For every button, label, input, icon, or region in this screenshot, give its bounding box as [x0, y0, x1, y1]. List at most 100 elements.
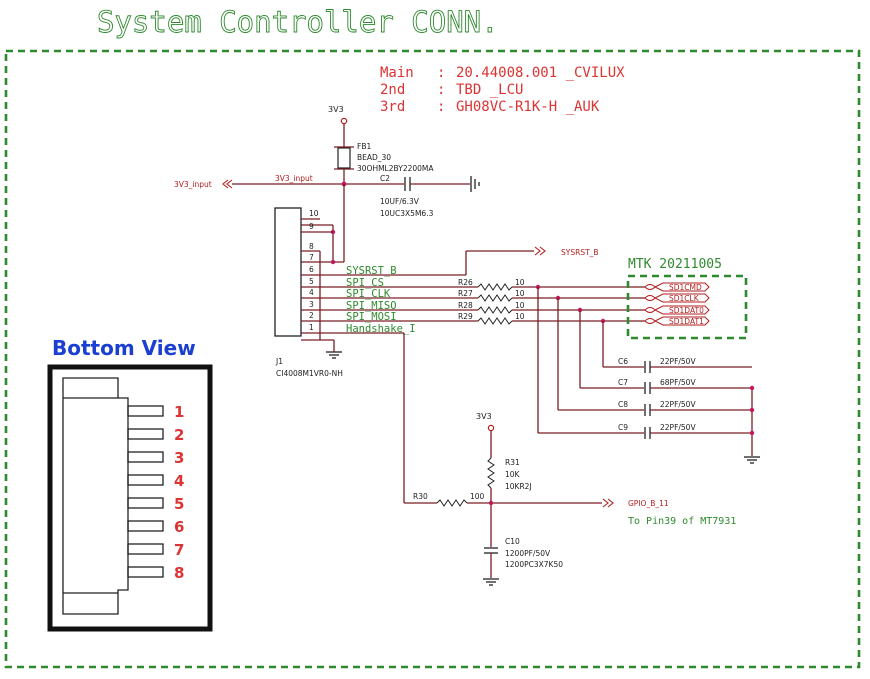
sysrst-port-label: SYSRST_B	[561, 248, 599, 257]
cap-ref: C8	[618, 400, 628, 409]
signal-label: Handshake_I	[346, 323, 416, 335]
resistor-ref: R28	[458, 301, 473, 310]
cap-value: 22PF/50V	[660, 423, 696, 432]
r31-ref: R31	[505, 458, 520, 467]
cap-ref: C6	[618, 357, 628, 366]
cap-value: 22PF/50V	[660, 357, 696, 366]
j1-pin: 7	[309, 253, 314, 262]
resistor-zigzag	[477, 306, 513, 314]
resistor-value: 10	[515, 301, 525, 310]
j1-connector: 10 9 8 7 6 5 4 3 2 1 J1 CI4008M1VR0-NH	[274, 207, 343, 378]
bv-pin-number: 2	[174, 426, 184, 444]
vcc-top-terminal	[340, 117, 348, 125]
r30-ref: R30	[413, 492, 428, 501]
fb1-ref: FB1	[357, 142, 371, 151]
bv-pin-pad	[127, 451, 164, 463]
r31-part: 10KR2J	[505, 482, 532, 491]
bv-pin-pad	[127, 520, 164, 532]
resistor-zigzag	[477, 317, 513, 325]
resistor-zigzag	[477, 283, 513, 291]
bv-pin-number: 1	[174, 403, 184, 421]
bom-2nd-value: TBD _LCU	[456, 82, 523, 98]
c2-value: 10UF/6.3V	[380, 197, 420, 206]
j1-part: CI4008M1VR0-NH	[276, 369, 343, 378]
bom-colon: :	[437, 99, 445, 115]
j1-pin: 9	[309, 222, 314, 231]
r31-value: 10K	[505, 470, 521, 479]
resistor-zigzag	[477, 294, 513, 302]
bv-pin-pad	[127, 543, 164, 555]
sd-pad-label: SD1DAT1	[669, 317, 704, 326]
fb1-type: BEAD_30	[357, 153, 391, 162]
j1-pin: 8	[309, 242, 314, 251]
series-resistors: R26 R27 R28 R29 10 10 10 10	[458, 278, 645, 325]
j1-pin: 2	[309, 311, 314, 320]
input-net-label: 3V3_input	[275, 174, 313, 183]
bv-pin-number: 7	[174, 541, 184, 559]
bv-pin-number: 3	[174, 449, 184, 467]
c10-part: 1200PC3X7K50	[505, 560, 563, 569]
page-title: System Controller CONN.	[97, 5, 499, 39]
bottom-view-frame	[47, 364, 213, 632]
bottom-view-title: Bottom View	[52, 336, 196, 360]
j1-pin: 5	[309, 277, 314, 286]
bv-pin-number: 8	[174, 564, 184, 582]
j1-pin: 4	[309, 288, 314, 297]
signal-label: SPI_CS	[346, 277, 384, 289]
vcc-mid-label: 3V3	[476, 412, 492, 421]
bom-main-label: Main	[380, 65, 414, 81]
signal-label: SPI_MOSI	[346, 311, 397, 323]
cap-value: 68PF/50V	[660, 378, 696, 387]
resistor-value: 10	[515, 278, 525, 287]
outer-frame	[4, 49, 861, 669]
c10-value: 1200PF/50V	[505, 549, 551, 558]
j1-pin: 6	[309, 265, 314, 274]
signal-label: SPI_MISO	[346, 300, 397, 312]
gpio-section: R30 100 GPIO_B_11 To Pin39 of MT7931 3V3…	[403, 333, 736, 586]
bv-pin-pad	[127, 405, 164, 417]
c10-ref: C10	[505, 537, 520, 546]
bottom-view: Bottom View 1 2 3 4 5 6 7 8	[47, 336, 213, 632]
input-rail: 3V3_input 3V3_input C2 10UF/6.3V 10UC3X5…	[174, 174, 480, 265]
r30-value: 100	[470, 492, 485, 501]
input-port-label: 3V3_input	[174, 180, 212, 189]
fb1-part: 30OHML2BY2200MA	[357, 164, 434, 173]
gpio-note: To Pin39 of MT7931	[628, 516, 736, 527]
resistor-value: 10	[515, 312, 525, 321]
c2-part: 10UC3X5M6.3	[380, 209, 434, 218]
bv-pin-pad	[127, 474, 164, 486]
j1-pin: 3	[309, 300, 314, 309]
shunt-caps: C6 C7 C8 C9 22PF/50V 68PF/50V 22PF/50V 2…	[535, 284, 760, 464]
bom-2nd-label: 2nd	[380, 82, 405, 98]
signal-lines: SYSRST_B SPI_CS SPI_CLK SPI_MISO SPI_MOS…	[301, 246, 599, 335]
mtk-sd-pads: MTK 20211005 SD1CMD SD1CLK SD1DAT0 SD1DA…	[626, 257, 748, 340]
signal-label: SYSRST_B	[346, 265, 397, 277]
cap-ref: C9	[618, 423, 628, 432]
resistor-ref: R29	[458, 312, 473, 321]
vcc-top-label: 3V3	[328, 105, 344, 114]
j1-body	[274, 207, 302, 337]
bom-colon: :	[437, 82, 445, 98]
fb1-section: 3V3 FB1 BEAD_30 30OHML2BY2200MA	[328, 105, 434, 184]
resistor-value: 10	[515, 289, 525, 298]
bv-pin-pad	[127, 566, 164, 578]
cap-ref: C7	[618, 378, 628, 387]
fb1-symbol	[337, 147, 351, 169]
j1-pin: 10	[309, 209, 319, 218]
bv-pin-number: 5	[174, 495, 184, 513]
bom-main-value: 20.44008.001 _CVILUX	[456, 65, 625, 81]
j1-ref: J1	[275, 357, 283, 366]
cap-value: 22PF/50V	[660, 400, 696, 409]
bv-pin-pad	[127, 428, 164, 440]
bom-block: Main : 20.44008.001 _CVILUX 2nd : TBD _L…	[380, 65, 625, 115]
mtk-label: MTK 20211005	[628, 257, 722, 272]
r30-zigzag	[436, 499, 468, 507]
r31-zigzag	[487, 457, 495, 489]
bom-3rd-label: 3rd	[380, 99, 405, 115]
resistor-ref: R26	[458, 278, 473, 287]
bv-pin-number: 4	[174, 472, 184, 490]
gpio-port-label: GPIO_B_11	[628, 499, 669, 508]
bom-colon: :	[437, 65, 445, 81]
bv-pin-number: 6	[174, 518, 184, 536]
